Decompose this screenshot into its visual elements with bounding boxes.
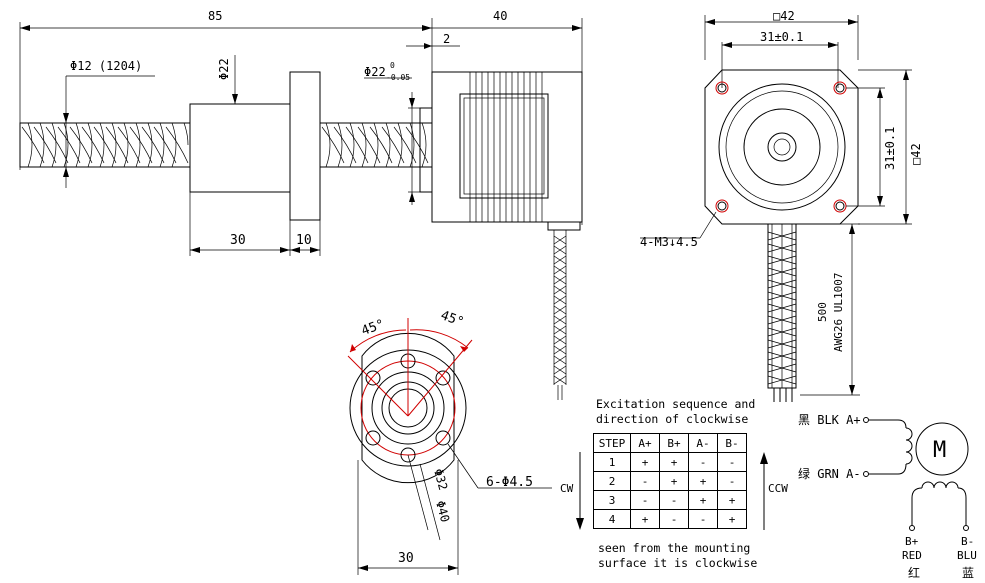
table-cell: 4 xyxy=(593,509,631,529)
flange-outline xyxy=(361,332,455,484)
dim-hole-spacing-h: 31±0.1 xyxy=(760,30,803,44)
nut-body xyxy=(189,103,291,193)
excitation-footer-line1: seen from the mounting xyxy=(598,541,751,555)
angle-left: 45° xyxy=(360,317,387,339)
table-cell: + xyxy=(688,490,718,510)
cable-clamp-side xyxy=(547,221,581,231)
lead-length: 500 xyxy=(816,302,829,322)
excitation-title-line2: direction of clockwise xyxy=(596,412,749,426)
cable-front xyxy=(767,223,797,402)
motor-symbol-text: M xyxy=(933,438,946,463)
mount-holes: 4-M3↓4.5 xyxy=(640,235,698,249)
wiring-diagram: 黑 BLK A+ 绿 GRN A- M B+ RED 红 B- BLU 蓝 xyxy=(798,413,977,580)
dim-pilot: 2 xyxy=(443,32,450,46)
table-cell: + xyxy=(630,452,660,472)
b-plus-label: B+ xyxy=(905,535,919,548)
motor-symbol xyxy=(915,422,969,476)
excitation-title: Excitation sequence and direction of clo… xyxy=(596,397,755,427)
direction-arrows: CW CCW xyxy=(560,452,788,530)
a-plus-label: 黑 BLK A+ xyxy=(798,413,861,427)
table-cell: - xyxy=(630,490,660,510)
excitation-title-line1: Excitation sequence and xyxy=(596,397,756,411)
dim-motor-length: 40 xyxy=(493,9,507,23)
table-cell: - xyxy=(659,509,689,529)
dim-od: Φ40 xyxy=(433,499,452,524)
dim-nut-dia: Φ22 xyxy=(217,58,231,80)
table-row: 3 - - + + xyxy=(593,490,747,510)
motor-fins xyxy=(459,72,549,222)
header-step: STEP xyxy=(593,433,631,453)
excitation-header-row: STEP A+ B+ A- B- xyxy=(593,433,747,453)
front-view: □42 31±0.1 31±0.1 □42 xyxy=(640,9,923,402)
table-row: 4 + - - + xyxy=(593,509,747,529)
table-cell: - xyxy=(630,471,660,491)
table-cell: + xyxy=(659,471,689,491)
excitation-footer: seen from the mounting surface it is clo… xyxy=(598,541,757,571)
table-cell: - xyxy=(717,452,747,472)
b-plus-cn: 红 xyxy=(908,565,920,580)
table-cell: + xyxy=(717,490,747,510)
table-cell: - xyxy=(659,490,689,510)
header-b-minus: B- xyxy=(717,433,747,453)
dim-pilot-dia: Φ22 xyxy=(364,65,386,79)
screw-thread-right xyxy=(321,122,429,168)
a-minus-label: 绿 GRN A- xyxy=(798,466,861,481)
ccw-label: CCW xyxy=(768,482,788,495)
screw-thread-left xyxy=(21,122,189,168)
motor-face xyxy=(704,69,859,225)
b-minus-color: BLU xyxy=(957,549,977,562)
nut-flange xyxy=(289,71,321,221)
dim-pilot-tol-lower: -0.05 xyxy=(386,73,410,82)
b-minus-label: B- xyxy=(961,535,974,548)
table-cell: + xyxy=(630,509,660,529)
dim-nut-body: 30 xyxy=(230,233,246,248)
table-cell: 2 xyxy=(593,471,631,491)
header-a-minus: A- xyxy=(688,433,718,453)
header-a-plus: A+ xyxy=(630,433,660,453)
dim-flange-thk: 10 xyxy=(296,233,312,248)
lead-screw-left xyxy=(19,122,191,168)
table-cell: + xyxy=(659,452,689,472)
dim-pcd: Φ32 xyxy=(431,467,450,492)
excitation-table: STEP A+ B+ A- B- 1 + + - - 2 - + + - 3 -… xyxy=(593,433,747,529)
flange-holes: 6-Φ4.5 xyxy=(486,475,533,490)
dim-total-length: 85 xyxy=(208,9,222,23)
flange-view: 45° 45° 6-Φ4.5 Φ32 Φ40 30 xyxy=(347,308,552,575)
table-cell: 1 xyxy=(593,452,631,472)
b-minus-cn: 蓝 xyxy=(962,566,974,580)
dim-frame: □42 xyxy=(773,9,795,23)
b-plus-color: RED xyxy=(902,549,922,562)
table-cell: - xyxy=(717,471,747,491)
dim-pilot-tol-upper: 0 xyxy=(390,61,395,70)
dim-screw: Φ12 (1204) xyxy=(70,59,142,73)
lead-spec: AWG26 UL1007 xyxy=(832,273,845,352)
dim-flange-width: 30 xyxy=(398,551,414,566)
cable-side xyxy=(553,230,567,400)
table-row: 2 - + + - xyxy=(593,471,747,491)
table-row: 1 + + - - xyxy=(593,452,747,472)
excitation-footer-line2: surface it is clockwise xyxy=(598,556,758,570)
table-cell: - xyxy=(688,509,718,529)
table-cell: + xyxy=(717,509,747,529)
header-b-plus: B+ xyxy=(659,433,689,453)
table-cell: 3 xyxy=(593,490,631,510)
motor-body-side xyxy=(431,71,583,223)
table-cell: - xyxy=(688,452,718,472)
dim-hole-spacing-v: 31±0.1 xyxy=(883,127,897,170)
angle-right: 45° xyxy=(439,308,466,330)
side-view: 85 40 2 Φ12 (1204) Φ22 xyxy=(19,9,583,400)
dim-frame-v: □42 xyxy=(909,143,923,165)
cw-label: CW xyxy=(560,482,574,495)
table-cell: + xyxy=(688,471,718,491)
